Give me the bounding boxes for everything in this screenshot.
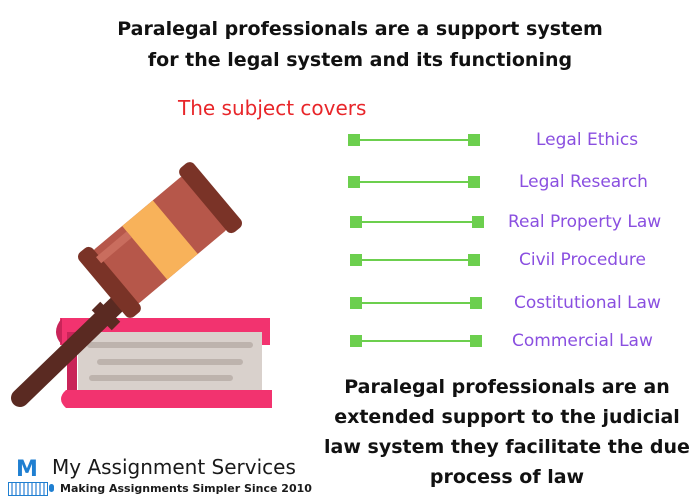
mouse-icon — [49, 484, 54, 492]
page-title: Paralegal professionals are a support sy… — [60, 14, 660, 76]
connector-node-4-start — [350, 254, 362, 266]
connector-node-5-start — [350, 297, 362, 309]
connector-node-6-end — [470, 335, 482, 347]
description-line-3: law system they facilitate the due — [324, 436, 690, 458]
description-line-2: extended support to the judicial — [334, 406, 680, 428]
topic-costitutional-law: Costitutional Law — [514, 293, 661, 313]
connector-node-5-end — [470, 297, 482, 309]
connector-node-6-start — [350, 335, 362, 347]
description-line-4: process of law — [429, 466, 585, 488]
brand-logo: M My Assignment Services Making Assignme… — [8, 455, 312, 497]
brand-tagline: Making Assignments Simpler Since 2010 — [60, 482, 312, 495]
topic-legal-research: Legal Research — [519, 172, 648, 192]
connector-node-4-end — [468, 254, 480, 266]
connector-node-2-start — [348, 176, 360, 188]
topic-real-property-law: Real Property Law — [508, 212, 662, 232]
connector-node-1-end — [468, 134, 480, 146]
topic-legal-ethics: Legal Ethics — [536, 130, 639, 150]
keyboard-icon — [8, 482, 48, 496]
subject-covers-heading: The subject covers — [178, 96, 367, 120]
connector-node-3-end — [472, 216, 484, 228]
brand-name: My Assignment Services — [52, 455, 296, 479]
topic-commercial-law: Commercial Law — [512, 331, 653, 351]
description-line-1: Paralegal professionals are an — [344, 376, 670, 398]
connector-node-1-start — [348, 134, 360, 146]
title-line-2: for the legal system and its functioning — [147, 49, 573, 71]
connector-node-2-end — [468, 176, 480, 188]
brand-logo-icon: M — [16, 457, 38, 482]
title-line-1: Paralegal professionals are a support sy… — [117, 18, 603, 40]
topic-civil-procedure: Civil Procedure — [519, 250, 646, 270]
gavel-on-book-icon — [11, 162, 272, 408]
connector-node-3-start — [350, 216, 362, 228]
description-block: Paralegal professionals are an extended … — [320, 372, 694, 492]
